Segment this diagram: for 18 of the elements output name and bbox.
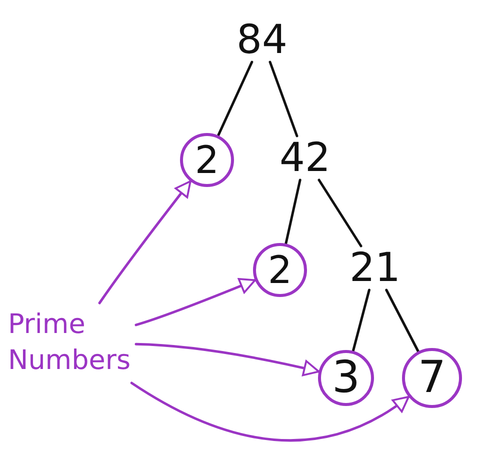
branch-line [284, 178, 302, 245]
branch-line [352, 288, 370, 352]
prime-circle: 3 [318, 350, 374, 406]
prime-circle: 2 [253, 243, 307, 297]
branch-line [217, 60, 254, 137]
branch-line [385, 288, 420, 353]
prime-circle: 7 [402, 348, 462, 408]
prime-circle: 2 [180, 133, 234, 187]
factor-number: 84 [230, 18, 294, 62]
branch-line [268, 60, 298, 138]
branch-line [318, 178, 362, 248]
arrow [134, 342, 320, 376]
arrow [98, 180, 192, 304]
arrow [134, 278, 256, 326]
arrow [130, 382, 410, 442]
factor-number: 42 [275, 136, 335, 180]
factor-number: 21 [350, 246, 400, 290]
annotation-text: Prime Numbers [8, 303, 136, 383]
